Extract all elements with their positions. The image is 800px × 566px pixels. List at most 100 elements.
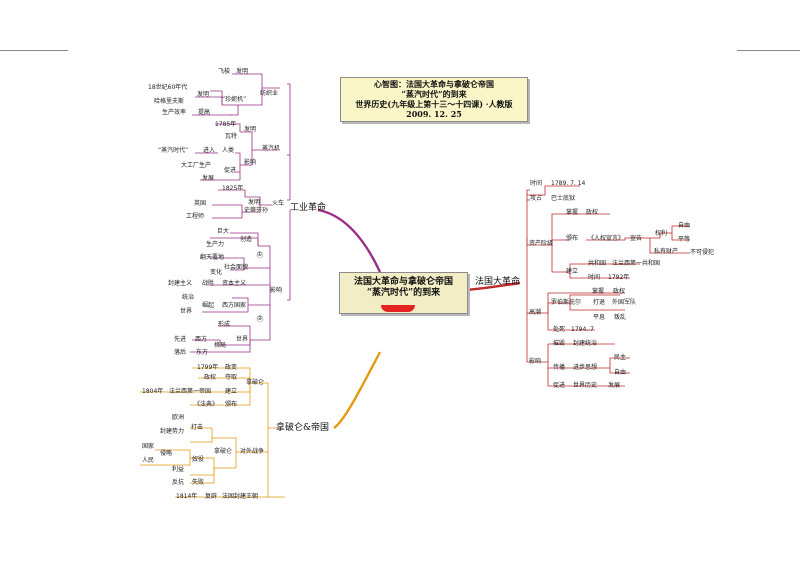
node-jianli-nap: 建立 bbox=[225, 388, 238, 395]
node-xingcheng: 形成 bbox=[218, 321, 231, 328]
node-fantian: 翻天覆地 bbox=[200, 254, 225, 261]
node-zhangwo-1: 掌握 bbox=[566, 209, 579, 216]
node-bashidi: 巴士底狱 bbox=[551, 195, 576, 202]
title-box: 心智图：法国大革命与拿破仑帝国 “蒸汽时代”的到来 世界历史(九年级上第十三～十… bbox=[340, 77, 528, 122]
node-feisuo: 飞梭 bbox=[218, 68, 231, 75]
node-zhangwo-2: 掌握 bbox=[592, 288, 605, 295]
node-daji-nap: 打击 bbox=[191, 424, 204, 431]
node-juda: 巨大 bbox=[217, 228, 230, 235]
node-wate: 瓦特 bbox=[225, 133, 238, 140]
node-chuanbo: 传播 bbox=[553, 364, 566, 371]
node-zichan-jieji: 资产阶级 bbox=[529, 240, 554, 247]
node-shijie-lishi: 世界历史 bbox=[573, 382, 598, 389]
node-panluan: 叛乱 bbox=[614, 314, 627, 321]
node-dagongchang: 大工厂生产 bbox=[181, 162, 212, 169]
node-shidifenxun: 史蒂芬孙 bbox=[244, 207, 269, 214]
node-pingxi: 平息 bbox=[593, 314, 606, 321]
title-line-1: 心智图：法国大革命与拿破仑帝国 bbox=[374, 79, 494, 89]
central-topic-line-1: 法国大革命与拿破仑帝国 bbox=[353, 277, 453, 287]
node-faming-4: 发明 bbox=[248, 199, 261, 206]
node-zhansheng: 战胜 bbox=[202, 280, 215, 287]
node-zhengbian: 政变 bbox=[225, 364, 238, 371]
node-tuopo: 攻占 bbox=[530, 195, 543, 202]
node-shengchan-xiaolv: 生产效率 bbox=[162, 109, 187, 116]
node-date-1789: 1789. 7. 14 bbox=[551, 180, 586, 187]
node-luobosibier: 罗伯斯庇尔 bbox=[551, 299, 582, 306]
node-ziyou-1: 自由 bbox=[678, 222, 691, 229]
node-faming-2: 发明 bbox=[197, 91, 210, 98]
branch-industrial-revolution: 工业革命 bbox=[290, 203, 327, 213]
node-banbu: 颁布 bbox=[566, 235, 579, 242]
node-shijian: 时间 bbox=[530, 180, 543, 187]
node-1799: 1799年 bbox=[197, 364, 219, 371]
node-pingdeng: 平等 bbox=[678, 236, 691, 243]
node-minzhu: 民主 bbox=[614, 354, 627, 361]
node-qinlve: 侵略 bbox=[160, 450, 173, 457]
node-shengchanli: 生产力 bbox=[206, 241, 225, 248]
napoleon-connectors bbox=[140, 367, 285, 498]
node-renmin: 人民 bbox=[142, 457, 155, 464]
node-siyou: 私有财产 bbox=[654, 248, 679, 255]
node-faming-1: 发明 bbox=[236, 68, 249, 75]
node-zhengquan-nap: 政权 bbox=[204, 374, 217, 381]
node-ziyou-2: 自由 bbox=[614, 369, 627, 376]
branch-french-revolution: 法国大革命 bbox=[475, 277, 521, 287]
branch-line-industrial bbox=[317, 208, 382, 273]
node-quanli: 权利 bbox=[655, 230, 668, 237]
node-date-1794: 1794. 7 bbox=[571, 326, 594, 333]
node-fankang: 反抗 bbox=[172, 479, 185, 486]
node-tongzhi: 统治 bbox=[182, 294, 195, 301]
node-zhengquan-1: 政权 bbox=[586, 209, 599, 216]
node-jueqi: 崛起 bbox=[202, 302, 215, 309]
node-jianli: 建立 bbox=[566, 268, 579, 275]
node-dongfang: 东方 bbox=[196, 349, 209, 356]
node-zhenni: “珍妮机” bbox=[222, 96, 247, 103]
node-cujin: 促进 bbox=[224, 167, 237, 174]
industrial-connectors bbox=[190, 73, 291, 353]
branch-napoleon-empire: 拿破仑&帝国 bbox=[276, 423, 330, 433]
node-gaochao: 高潮 bbox=[529, 309, 542, 316]
node-hagelifusi: 哈格里夫斯 bbox=[154, 98, 185, 105]
node-yingxiang-french: 影响 bbox=[529, 358, 542, 365]
node-waiguo: 外国军队 bbox=[612, 299, 637, 306]
page-top-rule-left bbox=[0, 50, 68, 51]
node-yingxiang-1: 影响 bbox=[244, 159, 257, 166]
node-shijie-2: 世界 bbox=[236, 336, 249, 343]
node-1792: 1792年 bbox=[608, 274, 630, 281]
node-guojia: 国家 bbox=[142, 443, 155, 450]
node-cuihui: 摧毁 bbox=[553, 340, 566, 347]
node-cujin-french: 促进 bbox=[553, 382, 566, 389]
node-yingguo: 英国 bbox=[194, 200, 207, 207]
node-nuliu: 奴役 bbox=[192, 456, 205, 463]
node-1825: 1825年 bbox=[222, 185, 244, 192]
node-fa-di1-republic: 法兰西第一共和国 bbox=[612, 260, 661, 267]
node-luohou: 落后 bbox=[174, 349, 187, 356]
central-topic-line-2: “蒸汽时代”的到来 bbox=[366, 288, 441, 298]
node-renquan: 《人权宣言》 bbox=[588, 235, 625, 242]
node-gonghe: 共和国 bbox=[588, 260, 607, 267]
node-xifang: 西方 bbox=[195, 336, 208, 343]
central-topic-tab bbox=[381, 305, 415, 312]
node-daji: 打退 bbox=[593, 299, 606, 306]
node-jinru: 进入 bbox=[203, 147, 216, 154]
node-shibai: 失败 bbox=[192, 479, 205, 486]
node-fubi: 复辟 bbox=[205, 493, 218, 500]
node-zhengqi-shidai: “蒸汽时代” bbox=[158, 147, 189, 154]
node-fangzhi: 纺织业 bbox=[260, 90, 279, 97]
title-line-4: 2009. 12. 25 bbox=[406, 109, 462, 119]
node-fazhan-1: 发展 bbox=[202, 175, 215, 182]
page-top-rule-right bbox=[737, 50, 800, 51]
node-1804: 1804年 bbox=[142, 388, 164, 395]
node-fengjian-shili: 封建势力 bbox=[160, 428, 185, 435]
node-shehui-mianmao: 社会面貌 bbox=[224, 264, 249, 271]
node-18c-60s: 18世纪60年代 bbox=[148, 84, 188, 91]
node-bianhua: 变化 bbox=[210, 269, 223, 276]
node-xianjin: 先进 bbox=[174, 336, 187, 343]
node-zibenzhuyi: 资本主义 bbox=[222, 280, 247, 287]
node-ouzhou: 欧洲 bbox=[172, 414, 185, 421]
node-zhengquan-2: 政权 bbox=[613, 288, 626, 295]
branch-line-napoleon bbox=[333, 351, 382, 429]
node-xifang-guojia: 西方国家 bbox=[222, 302, 247, 309]
node-napolun-hub: 拿破仑 bbox=[246, 379, 265, 386]
